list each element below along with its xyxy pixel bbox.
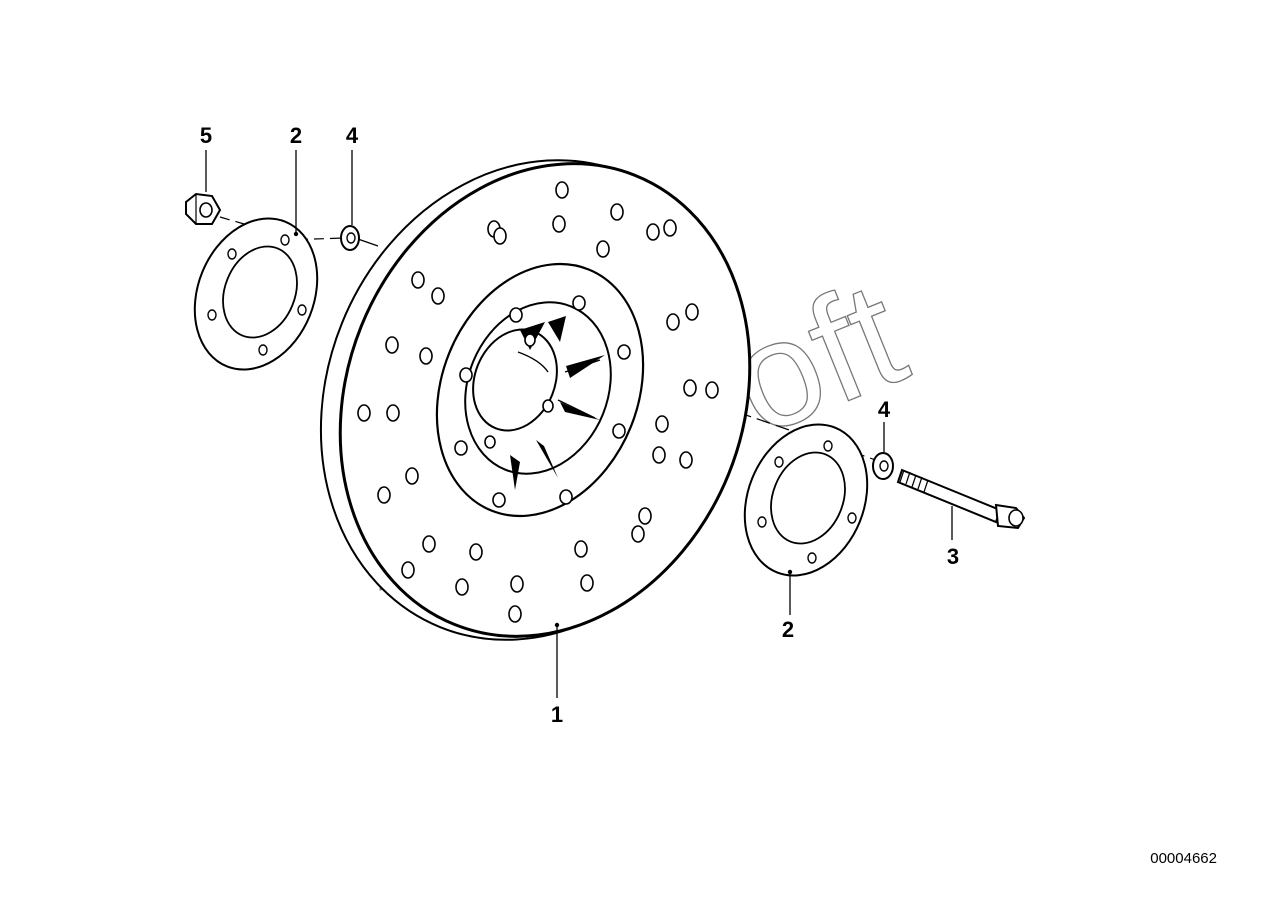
callout-5: 5 xyxy=(200,123,212,148)
washer-left xyxy=(340,225,360,251)
callout-2-left: 2 xyxy=(290,123,302,148)
callout-4-right: 4 xyxy=(878,397,891,422)
brake-disc xyxy=(319,159,752,641)
callout-leaders xyxy=(205,150,953,698)
callout-1: 1 xyxy=(551,702,563,727)
bolt xyxy=(896,468,1026,530)
callout-dots xyxy=(293,231,793,628)
plate-left xyxy=(193,217,319,371)
callout-4-left: 4 xyxy=(346,123,359,148)
plate-right xyxy=(743,423,869,577)
callout-2-right: 2 xyxy=(782,617,794,642)
document-number: 00004662 xyxy=(1150,850,1217,867)
callout-3: 3 xyxy=(947,544,959,569)
washer-right xyxy=(872,452,894,480)
nut xyxy=(185,192,222,225)
